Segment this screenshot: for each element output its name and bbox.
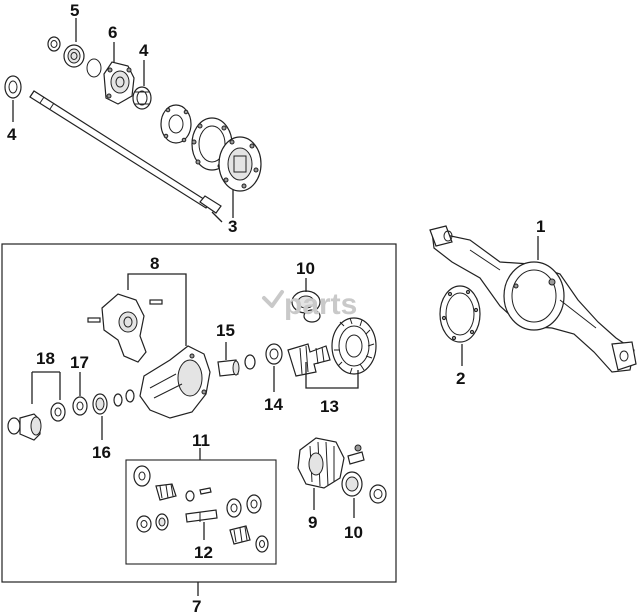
callout-4-right: 4 [139, 41, 149, 60]
axle-bearing[interactable] [63, 44, 85, 68]
differential-gear-kit-box [125, 459, 277, 565]
backing-plate[interactable] [160, 104, 192, 144]
callout-4-left: 4 [7, 125, 17, 144]
carrier-housing[interactable] [139, 345, 211, 419]
pinion-front-bearing[interactable] [92, 389, 135, 415]
thrust-washer-small[interactable] [185, 490, 195, 502]
shaft-seal-left[interactable] [4, 75, 22, 99]
shaft-seal-right[interactable] [132, 86, 152, 110]
pinion-shaft[interactable] [185, 509, 218, 523]
carrier-bearing-cap[interactable] [87, 293, 163, 363]
ring-gear[interactable] [331, 317, 377, 375]
pinion-rear-bearing[interactable] [244, 343, 283, 370]
wrench-check-icon [262, 290, 284, 308]
callout-2: 2 [456, 369, 465, 388]
callout-5: 5 [70, 1, 79, 20]
side-bearing-lower[interactable] [341, 471, 387, 504]
axle-flange[interactable] [218, 136, 262, 192]
lock-pin[interactable] [199, 487, 212, 495]
callout-3: 3 [228, 217, 237, 236]
differential-case[interactable] [297, 437, 365, 489]
callout-1: 1 [536, 217, 545, 236]
callout-10-lower: 10 [344, 523, 363, 542]
callout-17: 17 [70, 353, 89, 372]
callout-16: 16 [92, 443, 111, 462]
drive-pinion[interactable] [287, 343, 331, 377]
callout-7: 7 [192, 597, 201, 612]
callout-14: 14 [264, 395, 283, 414]
pinion-nut[interactable] [50, 402, 66, 422]
vparts-watermark: parts [262, 288, 357, 321]
axle-shaft-group [4, 36, 262, 214]
callout-13: 13 [320, 397, 339, 416]
companion-flange[interactable] [7, 413, 42, 441]
side-gear-left[interactable] [133, 465, 151, 487]
side-gear-lower[interactable] [155, 513, 169, 531]
side-gear-right[interactable] [226, 498, 242, 518]
callout-10-upper: 10 [296, 259, 315, 278]
differential-carrier-box [1, 243, 397, 583]
axle-shaft[interactable] [29, 90, 222, 214]
thrust-washer-right[interactable] [255, 535, 269, 553]
pinion-gear-left[interactable] [155, 483, 177, 501]
thrust-washer-left[interactable] [136, 515, 152, 533]
callout-9: 9 [308, 513, 317, 532]
callout-11: 11 [192, 431, 210, 450]
carrier-gasket[interactable] [439, 285, 481, 343]
pinion-oil-seal[interactable] [72, 396, 88, 416]
callout-18: 18 [36, 349, 55, 368]
watermark-text: parts [284, 288, 357, 321]
snap-ring[interactable] [86, 58, 102, 78]
pinion-gear-lower[interactable] [229, 525, 251, 545]
bearing-housing[interactable] [103, 61, 135, 105]
bearing-retainer[interactable] [47, 36, 61, 52]
pinion-gear-right[interactable] [246, 494, 262, 514]
callout-15: 15 [216, 321, 235, 340]
callout-6: 6 [108, 23, 117, 42]
side-bearing-upper[interactable] [291, 290, 321, 323]
collapsible-spacer[interactable] [217, 359, 240, 377]
callout-8: 8 [150, 254, 159, 273]
callout-12: 12 [194, 543, 213, 562]
axle-housing[interactable] [429, 225, 637, 373]
